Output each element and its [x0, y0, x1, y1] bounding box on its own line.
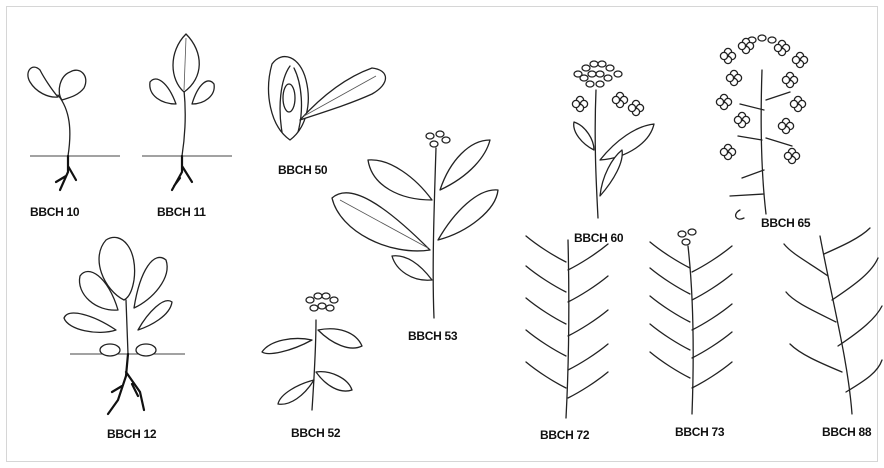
stage-label-bbch-50: BBCH 50: [278, 163, 327, 177]
stage-label-bbch-53: BBCH 53: [408, 329, 457, 343]
plant-bbch-12: [64, 237, 185, 414]
stage-label-bbch-11: BBCH 11: [157, 205, 206, 219]
stage-label-bbch-12: BBCH 12: [107, 427, 156, 441]
stage-label-bbch-10: BBCH 10: [30, 205, 79, 219]
plant-bbch-50: [269, 57, 386, 140]
plant-bbch-52: [262, 293, 362, 410]
stage-label-bbch-52: BBCH 52: [291, 426, 340, 440]
stage-label-bbch-65: BBCH 65: [761, 216, 810, 230]
plant-bbch-88: [784, 228, 882, 414]
stage-label-bbch-72: BBCH 72: [540, 428, 589, 442]
plant-bbch-72: [526, 236, 608, 418]
plant-bbch-10: [28, 67, 120, 190]
stage-label-bbch-60: BBCH 60: [574, 231, 623, 245]
plant-bbch-60: [572, 61, 654, 218]
plant-bbch-11: [142, 34, 232, 190]
stage-label-bbch-73: BBCH 73: [675, 425, 724, 439]
plant-bbch-73: [650, 229, 732, 414]
plant-bbch-65: [716, 35, 807, 219]
stage-label-bbch-88: BBCH 88: [822, 425, 871, 439]
plant-bbch-53: [332, 131, 498, 318]
